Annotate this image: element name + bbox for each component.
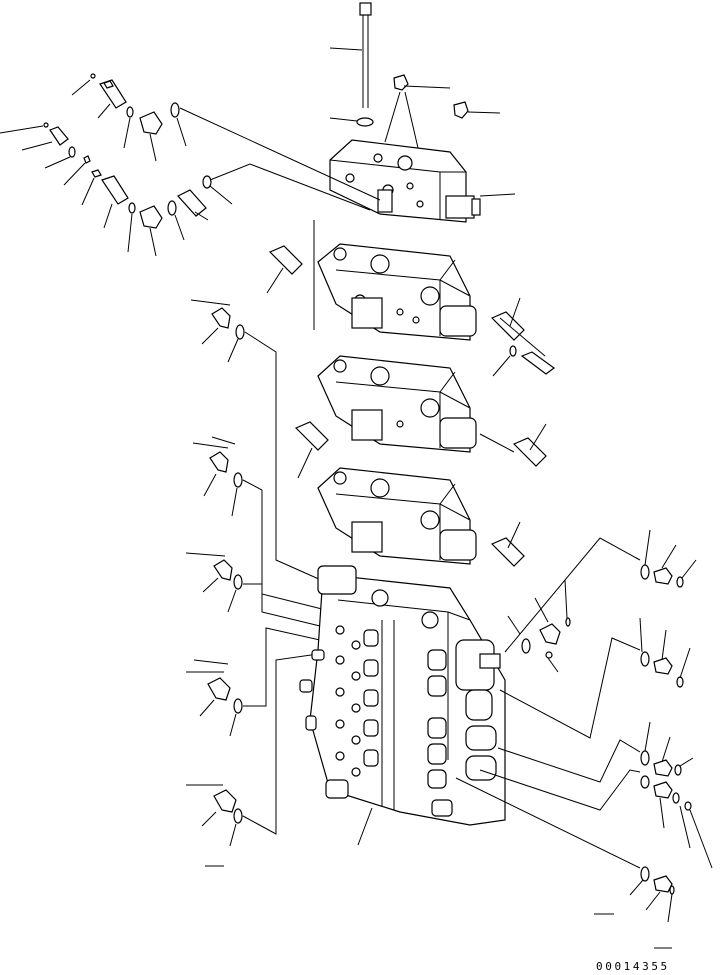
valve-section-3 — [317, 467, 477, 565]
elbow-group-1 — [190, 299, 331, 585]
elbow-group-5 — [186, 653, 319, 867]
valve-section-1 — [313, 220, 477, 341]
upper-left-fittings — [0, 73, 233, 257]
elbow-group-3 — [185, 552, 321, 627]
right-fitting-group-2 — [499, 617, 691, 739]
valve-section-2 — [317, 355, 477, 453]
right-fitting-group-4 — [479, 769, 713, 869]
right-fitting-group-1 — [504, 529, 697, 653]
right-fitting-group-3 — [497, 721, 694, 783]
right-fitting-group-5 — [455, 777, 675, 949]
drawing-number: 00014355 — [596, 960, 670, 973]
relief-cartridge-4 — [512, 437, 547, 467]
elbow-group-4 — [186, 627, 321, 737]
relief-cartridge-2 — [490, 311, 525, 341]
main-valve-body — [299, 565, 506, 846]
relief-cartridge-5 — [490, 537, 525, 567]
relief-cartridge-1 — [268, 245, 303, 275]
cap-fittings — [384, 74, 501, 149]
body-side-fittings — [507, 579, 571, 673]
tie-bolt — [329, 2, 374, 127]
top-cover-block — [329, 139, 516, 223]
routing-lines-upper — [179, 107, 381, 211]
relief-cartridge-3 — [294, 421, 329, 451]
elbow-group-2 — [192, 436, 327, 611]
